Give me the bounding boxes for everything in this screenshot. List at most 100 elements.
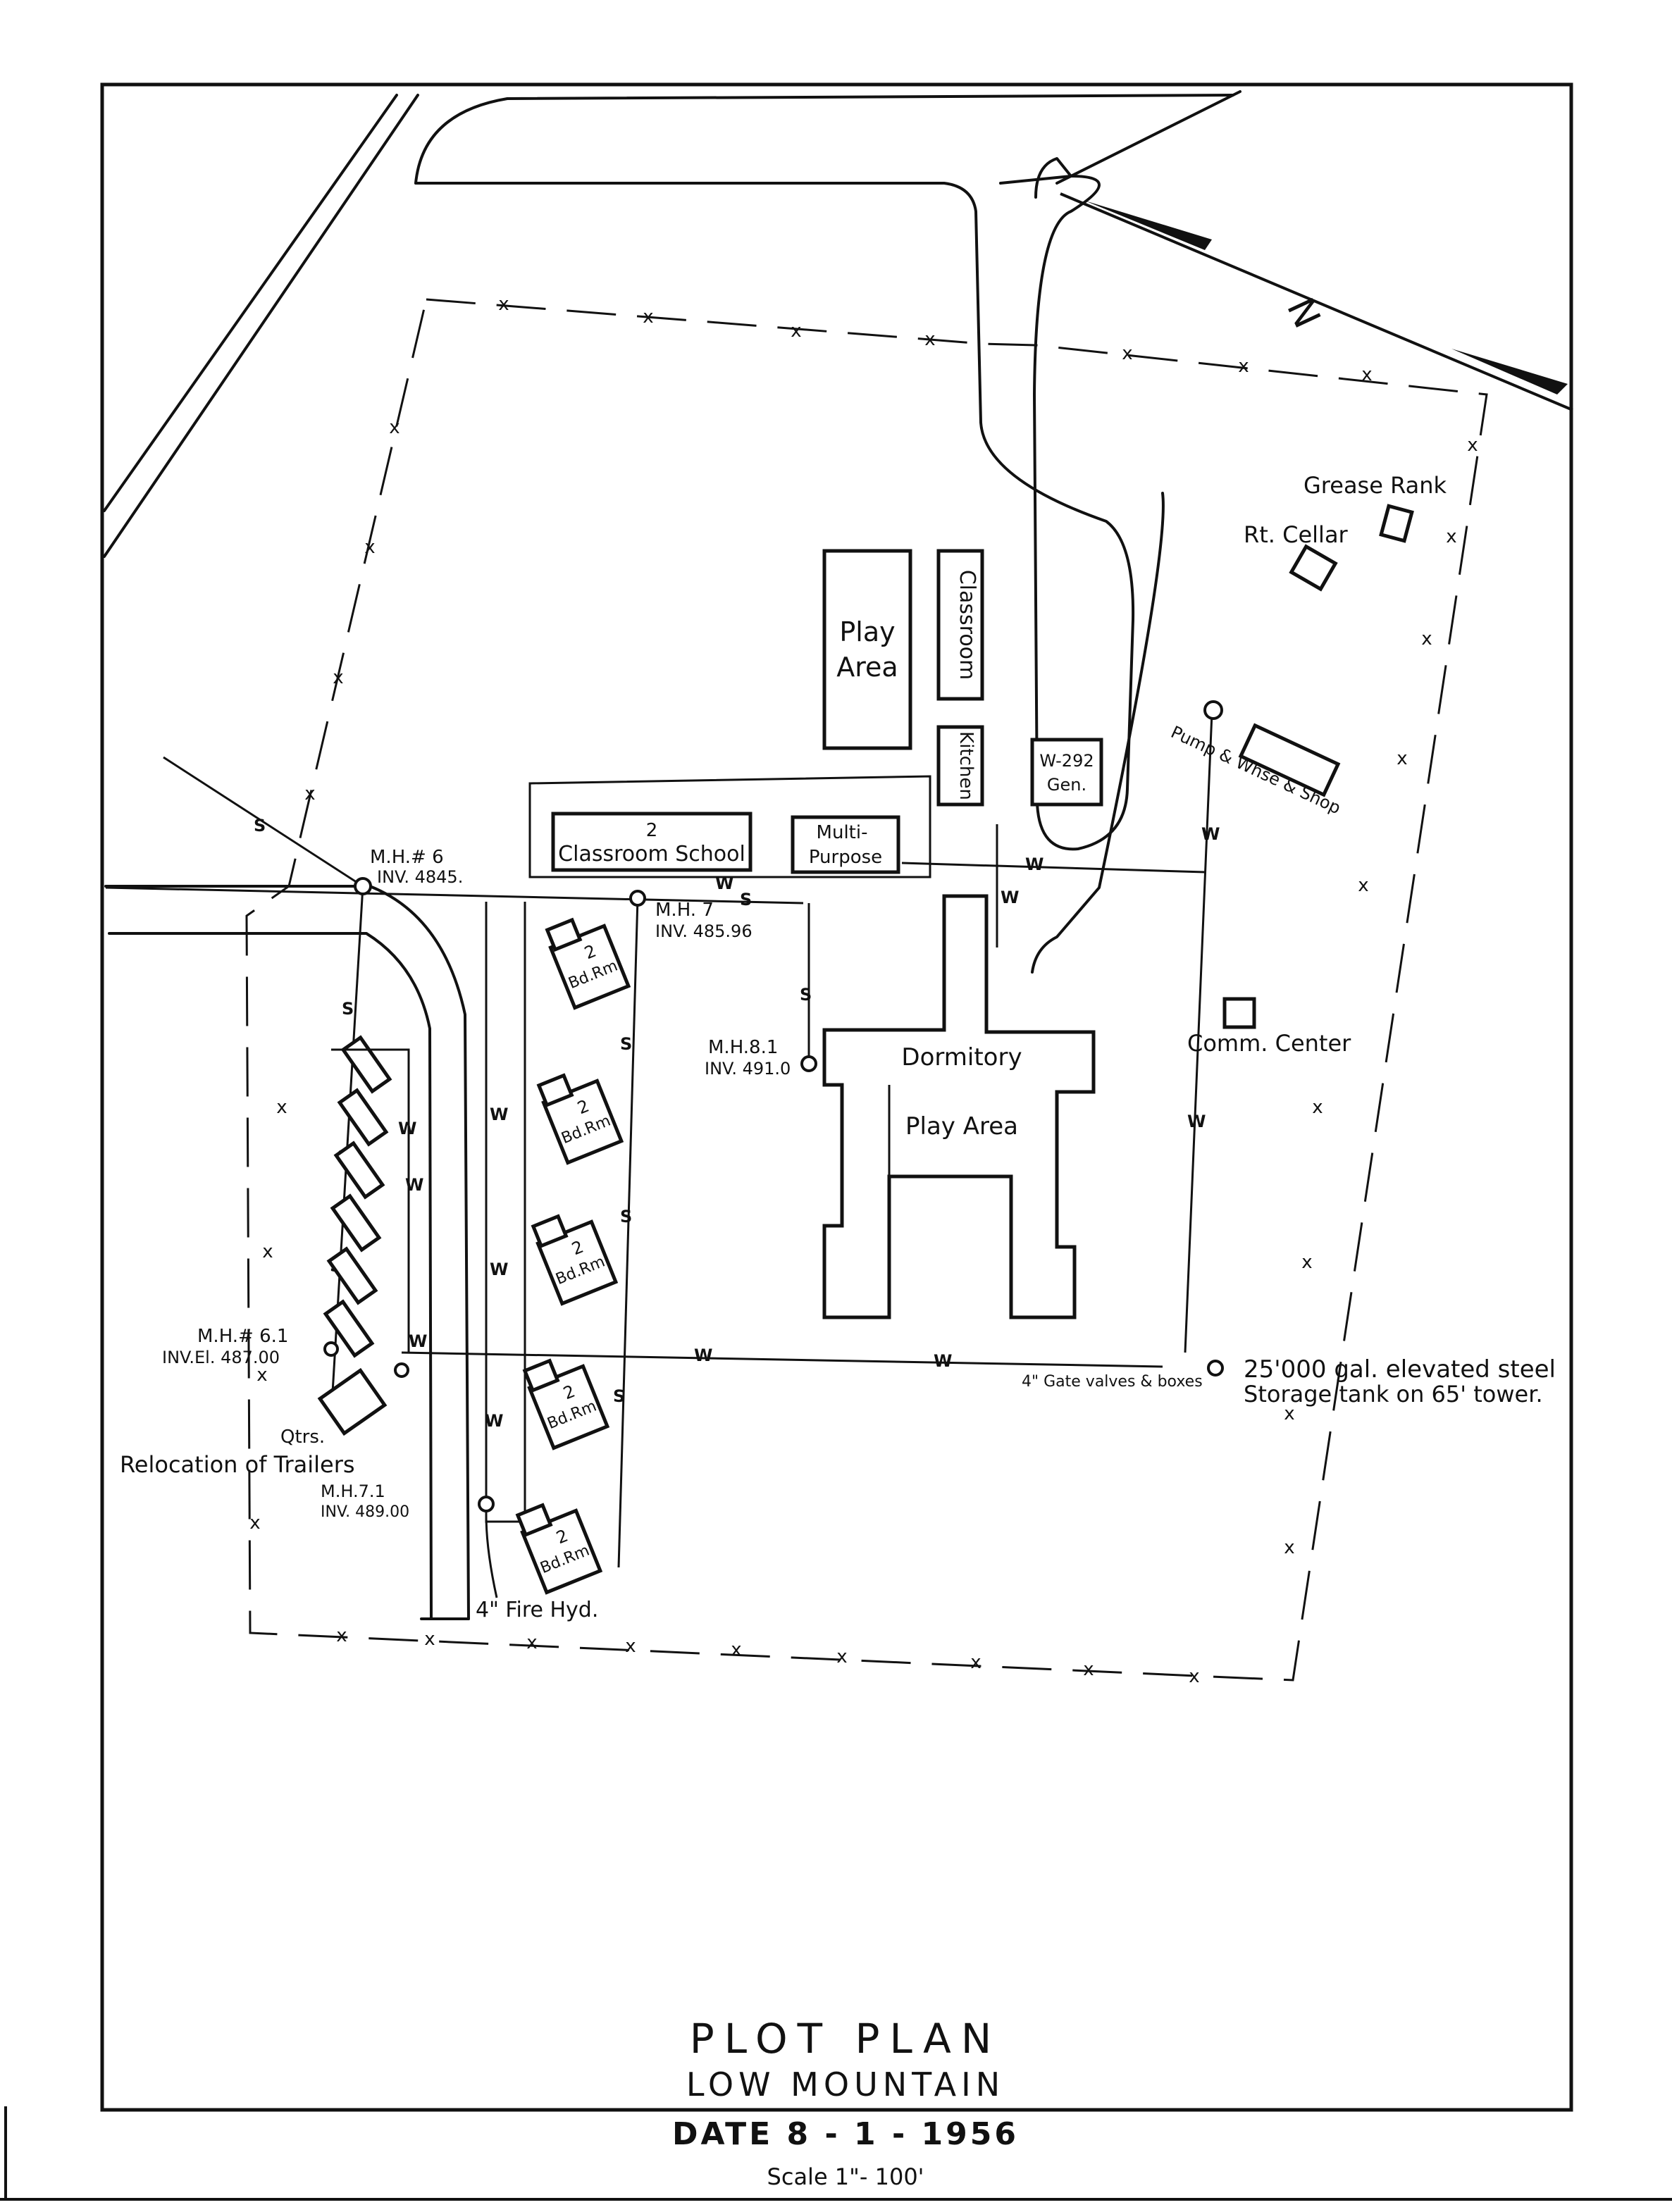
trailers xyxy=(317,1035,410,1436)
svg-text:x: x xyxy=(1446,526,1456,547)
svg-text:x: x xyxy=(625,1636,636,1657)
svg-text:x: x xyxy=(364,537,375,558)
bedroom-units: 2 Bd.Rm. 2 Bd.Rm. 2 Bd.Rm. 2 Bd.Rm. xyxy=(515,917,631,1595)
play-area-north xyxy=(822,549,912,750)
svg-text:S: S xyxy=(800,985,812,1005)
svg-text:x: x xyxy=(526,1632,537,1653)
plan-title: PLOT PLAN xyxy=(689,2015,1002,2063)
svg-text:W: W xyxy=(934,1351,952,1371)
property-fence: x x x x x x x x x x x x x x x x x x x x … xyxy=(245,294,1488,1687)
mh61-label: M.H.# 6.1 xyxy=(197,1326,288,1347)
svg-text:x: x xyxy=(389,417,400,438)
svg-text:Purpose: Purpose xyxy=(809,847,882,868)
mh71-label: M.H.7.1 xyxy=(321,1481,385,1501)
svg-text:x: x xyxy=(1238,356,1249,377)
multi-purpose-building xyxy=(791,815,900,874)
buildings: Play Area Classroom Kitchen W-292 Gen. 2… xyxy=(317,472,1447,1595)
svg-text:x: x xyxy=(1284,1403,1294,1424)
svg-text:W: W xyxy=(490,1260,508,1279)
plan-scale: Scale 1"- 100' xyxy=(767,2163,924,2190)
svg-text:x: x xyxy=(1284,1537,1294,1558)
generator-building xyxy=(1030,738,1103,807)
svg-text:x: x xyxy=(970,1652,981,1673)
svg-text:W: W xyxy=(694,1346,712,1365)
mh81-label: M.H.8.1 xyxy=(708,1037,778,1058)
svg-text:x: x xyxy=(336,1625,347,1646)
svg-text:W: W xyxy=(485,1411,503,1431)
manhole-labels: M.H.# 6 INV. 4845. M.H. 7 INV. 485.96 M.… xyxy=(162,847,791,1521)
svg-text:x: x xyxy=(731,1639,741,1660)
svg-text:x: x xyxy=(1358,875,1368,896)
root-cellar-box xyxy=(1289,544,1338,592)
svg-text:W: W xyxy=(1201,824,1220,844)
pump-shop-building xyxy=(1238,723,1341,797)
dormitory-building xyxy=(822,894,1096,1319)
comm-center-box xyxy=(1222,997,1256,1029)
svg-text:x: x xyxy=(256,1365,267,1386)
svg-text:S: S xyxy=(740,890,752,909)
svg-text:x: x xyxy=(1083,1659,1094,1680)
svg-text:x: x xyxy=(1122,343,1132,364)
annotations: Qtrs. Relocation of Trailers 4" Fire Hyd… xyxy=(120,1355,1556,1622)
svg-text:x: x xyxy=(1301,1252,1312,1273)
svg-text:x: x xyxy=(304,783,315,804)
svg-text:Play Area: Play Area xyxy=(905,1112,1018,1141)
svg-text:x: x xyxy=(1189,1666,1199,1687)
svg-text:S: S xyxy=(342,999,354,1019)
manholes xyxy=(323,700,1224,1512)
svg-text:S: S xyxy=(620,1034,632,1054)
svg-text:x: x xyxy=(1421,628,1432,650)
svg-text:W: W xyxy=(398,1119,416,1138)
svg-text:2: 2 xyxy=(646,820,658,841)
grease-rank-box xyxy=(1379,504,1414,543)
mh6-inv: INV. 4845. xyxy=(377,867,463,887)
kitchen-building xyxy=(936,725,984,807)
svg-text:Multi-: Multi- xyxy=(817,822,868,843)
svg-text:x: x xyxy=(498,294,509,315)
mh7-inv: INV. 485.96 xyxy=(655,921,753,941)
svg-text:W: W xyxy=(1025,855,1044,874)
svg-text:x: x xyxy=(643,306,653,328)
title-block: PLOT PLAN LOW MOUNTAIN DATE 8 - 1 - 1956… xyxy=(493,2015,1198,2190)
svg-text:Classroom School: Classroom School xyxy=(558,842,745,866)
svg-text:S: S xyxy=(620,1207,632,1226)
tank-label-2: Storage tank on 65' tower. xyxy=(1244,1381,1543,1408)
tank-label-1: 25'000 gal. elevated steel xyxy=(1244,1355,1556,1384)
svg-text:S: S xyxy=(613,1386,625,1406)
svg-text:x: x xyxy=(1312,1097,1323,1118)
svg-text:x: x xyxy=(924,329,935,350)
svg-text:W: W xyxy=(490,1105,508,1124)
mh71-inv: INV. 489.00 xyxy=(321,1503,409,1521)
svg-text:Area: Area xyxy=(836,652,898,683)
svg-text:Rt. Cellar: Rt. Cellar xyxy=(1244,521,1349,548)
roads xyxy=(103,90,1241,1620)
svg-text:x: x xyxy=(836,1646,847,1667)
svg-text:Gen.: Gen. xyxy=(1047,775,1086,795)
north-label: N xyxy=(1278,292,1328,335)
mh6-label: M.H.# 6 xyxy=(370,847,444,868)
qtrs-label: Qtrs. xyxy=(280,1427,325,1448)
mh7-label: M.H. 7 xyxy=(655,900,714,921)
svg-text:x: x xyxy=(1397,748,1407,769)
classroom-building xyxy=(936,549,984,701)
classroom-school xyxy=(551,812,753,872)
svg-text:Classroom: Classroom xyxy=(955,570,979,681)
mh61-inv: INV.El. 487.00 xyxy=(162,1348,280,1367)
svg-text:x: x xyxy=(791,321,801,342)
svg-text:Grease Rank: Grease Rank xyxy=(1303,472,1447,499)
svg-text:Kitchen: Kitchen xyxy=(955,731,977,800)
plan-date: DATE 8 - 1 - 1956 xyxy=(671,2116,1020,2152)
svg-text:W-292: W-292 xyxy=(1039,751,1094,771)
svg-text:x: x xyxy=(1361,364,1372,385)
svg-text:x: x xyxy=(424,1629,435,1650)
svg-text:Dormitory: Dormitory xyxy=(901,1043,1022,1071)
mh81-inv: INV. 491.0 xyxy=(705,1059,791,1079)
north-arrow: N xyxy=(1060,192,1573,411)
svg-text:S: S xyxy=(254,816,266,835)
sheet-border xyxy=(100,82,1573,2112)
plan-subtitle: LOW MOUNTAIN xyxy=(686,2065,1005,2104)
svg-text:W: W xyxy=(409,1331,427,1351)
svg-text:x: x xyxy=(1467,435,1478,456)
fire-hydrant-label: 4" Fire Hyd. xyxy=(476,1598,598,1622)
